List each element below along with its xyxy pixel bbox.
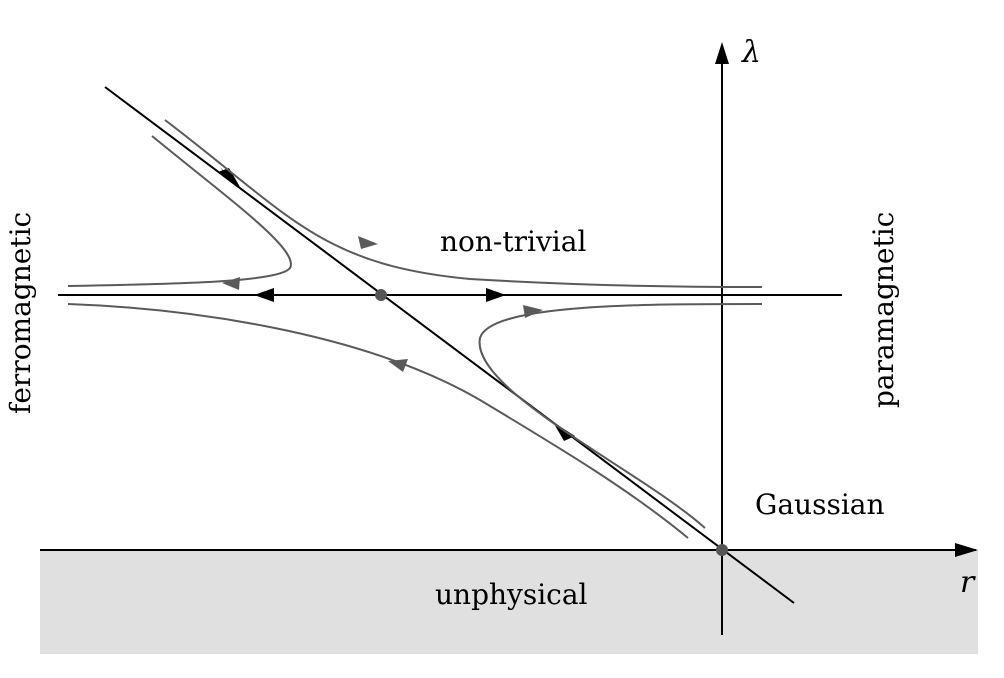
paramagnetic-label: paramagnetic	[867, 212, 900, 408]
critical-line	[104, 86, 795, 604]
flow-arrow-upper-right	[358, 236, 378, 249]
ferromagnetic-label: ferromagnetic	[4, 212, 37, 414]
gaussian-label: Gaussian	[755, 488, 885, 521]
nontrivial-label: non-trivial	[440, 225, 586, 258]
flow-arrow-upper-left	[222, 277, 240, 290]
unphysical-label: unphysical	[435, 578, 588, 611]
flow-curve-upper-left	[67, 135, 292, 287]
separatrix-arrow-right	[486, 288, 506, 302]
lambda-axis-arrowhead	[715, 42, 729, 64]
flow-curve-upper-right	[164, 119, 763, 288]
lambda-axis-label: λ	[741, 35, 761, 70]
r-axis-arrowhead	[955, 543, 978, 557]
gaussian-fixed-point	[716, 544, 728, 556]
separatrix-arrow-left	[254, 288, 274, 302]
flow-arrow-lower-right	[523, 305, 543, 318]
r-axis-label: r	[960, 565, 976, 600]
critical-line-arrow-upper-b	[218, 168, 240, 187]
flow-arrow-lower-left	[388, 359, 408, 372]
flow-curve-lower-left	[67, 303, 689, 539]
unphysical-region	[40, 550, 978, 654]
nontrivial-fixed-point	[375, 289, 387, 301]
flow-curve-lower-right	[478, 303, 763, 529]
